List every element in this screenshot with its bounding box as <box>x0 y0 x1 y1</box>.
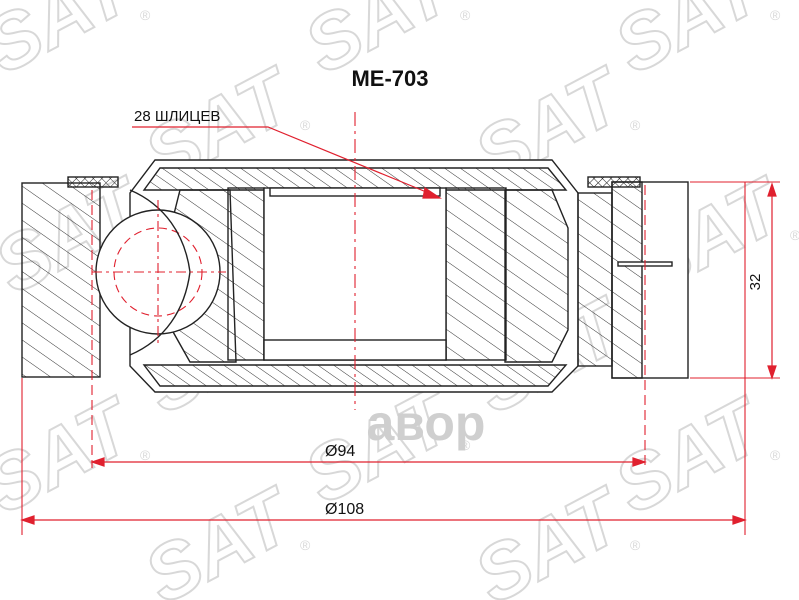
dim-inner-diameter-label: Ø94 <box>325 443 355 460</box>
spline-leader-arrow <box>422 187 442 199</box>
dim-outer-diameter-label: Ø108 <box>325 501 364 518</box>
knurl-left <box>67 176 119 188</box>
watermark-logo: SAT <box>600 379 780 530</box>
inner-hub-left <box>227 187 265 361</box>
watermark-registered-mark: ® <box>770 447 781 463</box>
dim-32-arrow-bottom <box>767 365 777 380</box>
dim-108-arrow-right <box>732 515 747 525</box>
watermark-registered-mark: ® <box>790 227 799 243</box>
dim-108-arrow-left <box>20 515 35 525</box>
watermark-logo: SAT <box>0 0 150 90</box>
watermark-registered-mark: ® <box>140 447 151 463</box>
knurl-right <box>587 176 641 188</box>
watermark-logo: SAT <box>130 469 310 600</box>
inner-hub-right <box>445 187 507 361</box>
dimension-lines <box>20 126 777 525</box>
dim-94-arrow-left <box>90 457 105 467</box>
part-number: ME-703 <box>351 66 428 91</box>
watermark-registered-mark: ® <box>300 537 311 553</box>
right-race <box>504 189 569 363</box>
watermark-registered-mark: ® <box>300 117 311 133</box>
watermark-registered-mark: ® <box>460 437 471 453</box>
left-flange <box>21 182 101 378</box>
watermark-registered-mark: ® <box>630 537 641 553</box>
watermark-registered-mark: ® <box>460 7 471 23</box>
watermark-registered-mark: ® <box>770 7 781 23</box>
watermark-registered-mark: ® <box>630 117 641 133</box>
watermark-logo: SAT <box>600 0 780 90</box>
right-wall <box>577 192 613 367</box>
center-lines <box>21 112 780 535</box>
dim-94-arrow-right <box>632 457 647 467</box>
dim-height-label: 32 <box>747 274 764 291</box>
right-flange-hatch <box>611 181 643 379</box>
spline-count-label: 28 ШЛИЦЕВ <box>134 108 220 125</box>
spline-leader <box>132 126 437 197</box>
watermark-secondary-logo: aвоp <box>367 395 486 451</box>
watermark-logo: SAT <box>460 469 640 600</box>
watermark-registered-mark: ® <box>140 7 151 23</box>
dim-32-arrow-top <box>767 182 777 197</box>
